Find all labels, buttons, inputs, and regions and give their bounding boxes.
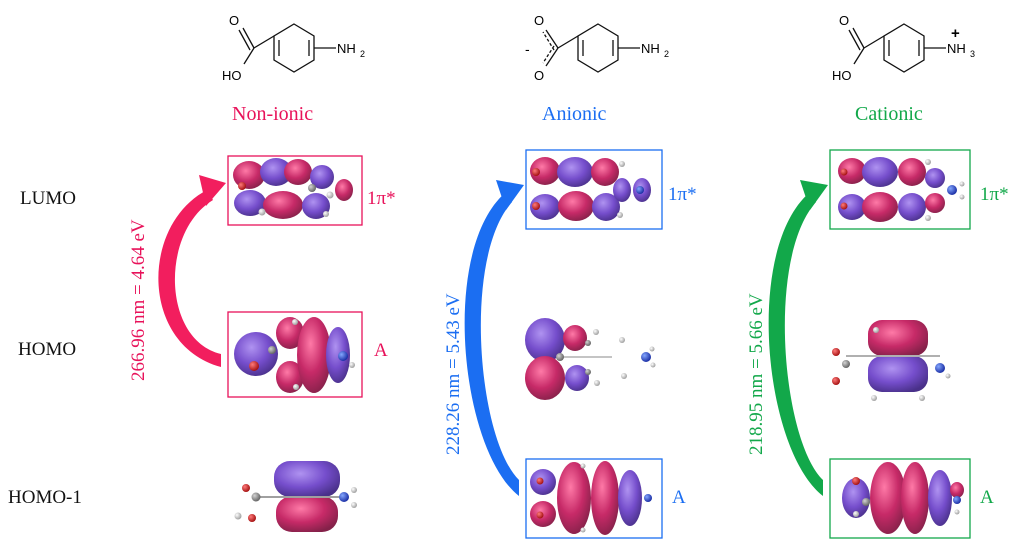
nonionic-amine-label: NH [337,41,356,56]
cationic-amine-label: NH [947,41,966,56]
anionic-oxygen-top-label: O [534,13,544,28]
cationic-amine-subscript: 3 [970,49,975,59]
frame-cationic-homo-1 [829,458,971,539]
arrow-nonionic [158,175,226,367]
nonionic-hydroxyl-label: HO [222,68,242,83]
column-title-nonionic: Non-ionic [232,103,314,125]
symmetry-nonionic-homo: A [374,340,388,361]
orbital-nonionic-lumo [233,158,353,219]
anionic-amine-subscript: 2 [664,49,669,59]
cationic-plus-charge: + [951,25,960,42]
column-title-cationic: Cationic [855,103,923,125]
anionic-minus-sign: - [525,41,530,57]
frame-nonionic-homo [227,311,363,398]
symmetry-cationic-lumo: 1π* [980,184,1009,205]
row-label-lumo: LUMO [20,188,76,209]
orbital-anionic-homo [525,318,656,400]
cationic-hydroxyl-label: HO [832,68,852,83]
orbital-cationic-homo [832,320,951,401]
orbital-nonionic-homo-1 [234,461,357,532]
structure-cationic [848,23,946,73]
column-title-anionic: Anionic [542,103,607,125]
frame-anionic-lumo [525,149,663,230]
orbital-cationic-lumo [838,157,965,222]
structure-nonionic [238,23,336,73]
row-label-homo: HOMO [18,339,77,360]
orbital-nonionic-homo [234,317,355,393]
symmetry-anionic-lumo: 1π* [668,184,697,205]
arrow-cationic [768,180,828,496]
frame-nonionic-lumo [227,155,363,226]
nonionic-oxygen-label: O [229,13,239,28]
symmetry-nonionic-lumo: 1π* [367,188,396,209]
frame-cationic-lumo [829,149,971,230]
orbital-anionic-homo-1 [530,461,652,535]
anionic-oxygen-bottom-label: O [534,68,544,83]
structure-anionic [542,23,640,73]
arrow-anionic [464,180,524,496]
symmetry-cationic-homo-1: A [980,487,994,508]
orbital-cationic-homo-1 [842,462,964,534]
anionic-amine-label: NH [641,41,660,56]
nonionic-amine-subscript: 2 [360,49,365,59]
cationic-oxygen-label: O [839,13,849,28]
row-label-homo-1: HOMO-1 [8,487,82,508]
orbital-anionic-lumo [530,157,651,221]
symmetry-anionic-homo-1: A [672,487,686,508]
frame-anionic-homo-1 [525,458,663,539]
